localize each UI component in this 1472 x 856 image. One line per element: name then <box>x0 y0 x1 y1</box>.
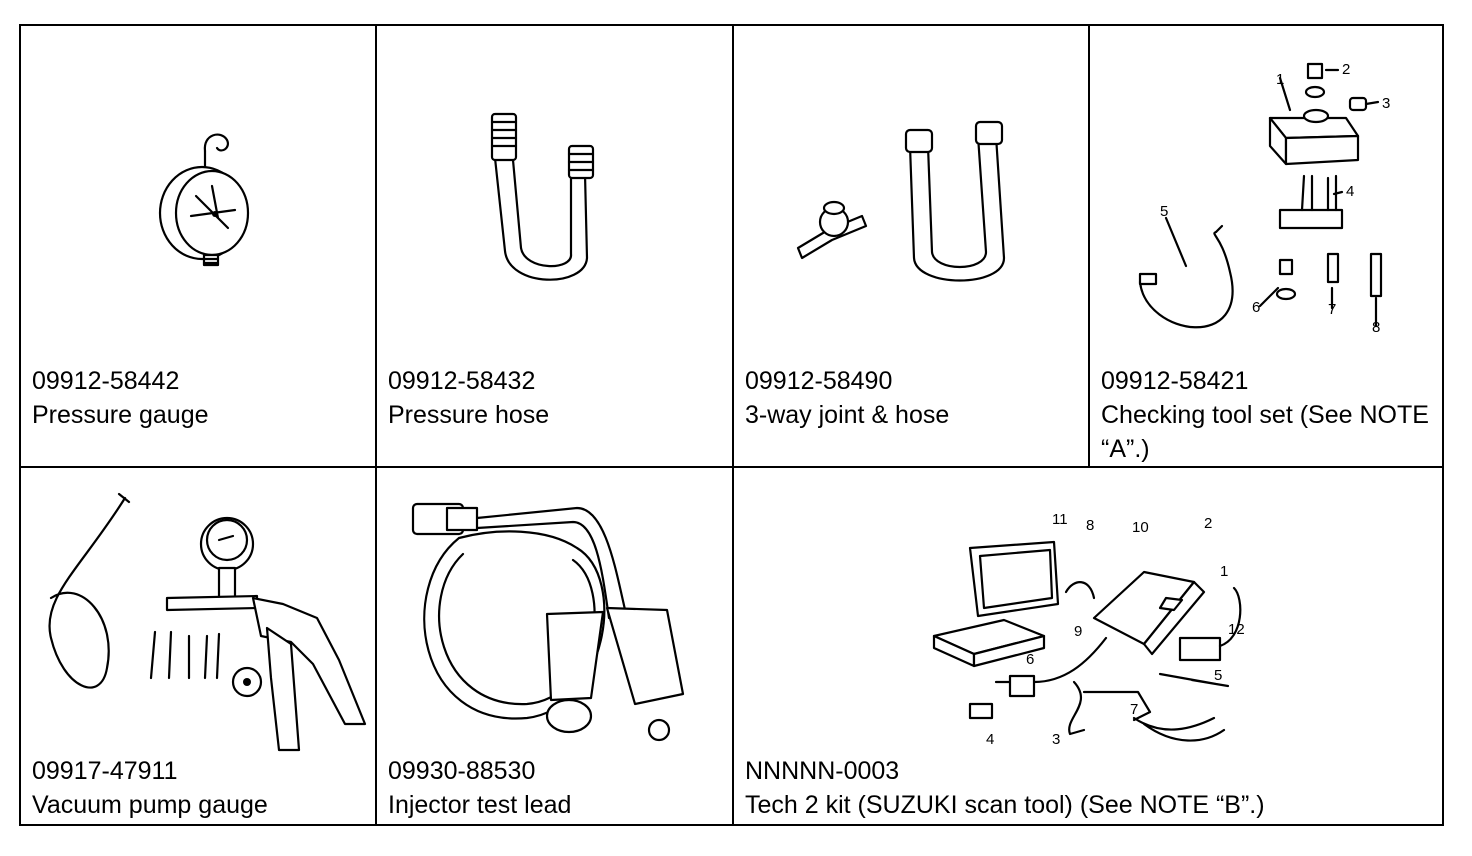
tech-2-kit-illustration: 11 8 10 2 1 12 9 6 5 7 4 3 <box>734 468 1444 752</box>
tool-cell-pressure-gauge: 09912-58442 Pressure gauge <box>21 26 377 468</box>
part-label: 11 <box>1052 511 1068 528</box>
tool-description: 3-way joint & hose <box>745 401 950 429</box>
part-label: 12 <box>1228 621 1245 638</box>
tool-description: Vacuum pump gauge <box>32 791 268 819</box>
tool-cell-tech-2-kit: 11 8 10 2 1 12 9 6 5 7 4 3 NNNNN-0003 Te… <box>734 468 1444 824</box>
tool-cell-vacuum-pump-gauge: 09917-47911 Vacuum pump gauge <box>21 468 377 824</box>
tool-description: Checking tool set (See NOTE “A”.) <box>1101 401 1429 463</box>
part-label: 7 <box>1130 701 1138 718</box>
tool-number: 09912-58490 <box>745 367 893 395</box>
tool-description: Tech 2 kit (SUZUKI scan tool) (See NOTE … <box>745 791 1265 819</box>
part-label: 8 <box>1372 319 1380 336</box>
part-label: 1 <box>1220 563 1228 580</box>
pressure-hose-illustration <box>377 26 732 366</box>
part-label: 8 <box>1086 517 1094 534</box>
tool-cell-checking-tool-set: 1 2 3 4 5 6 7 8 09912-58421 Checking too… <box>1090 26 1444 468</box>
tool-number: 09930-88530 <box>388 757 536 785</box>
part-label: 2 <box>1204 515 1212 532</box>
part-label: 10 <box>1132 519 1149 536</box>
part-label: 6 <box>1026 651 1034 668</box>
part-label: 3 <box>1052 731 1060 748</box>
tool-description: Injector test lead <box>388 791 572 819</box>
tool-cell-pressure-hose: 09912-58432 Pressure hose <box>377 26 734 468</box>
tool-number: 09912-58421 <box>1101 367 1249 395</box>
part-label: 6 <box>1252 299 1260 316</box>
tool-number: NNNNN-0003 <box>745 757 900 785</box>
tool-description: Pressure gauge <box>32 401 209 429</box>
tool-number: 09912-58442 <box>32 367 180 395</box>
injector-test-lead-illustration <box>377 468 732 752</box>
3-way-joint-illustration <box>734 26 1088 366</box>
checking-tool-set-illustration: 1 2 3 4 5 6 7 8 <box>1090 26 1444 366</box>
tool-number: 09912-58432 <box>388 367 536 395</box>
special-tools-table: 09912-58442 Pressure gauge 09912-58432 P… <box>19 24 1444 826</box>
part-label: 4 <box>986 731 994 748</box>
tool-cell-3-way-joint: 09912-58490 3-way joint & hose <box>734 26 1090 468</box>
part-label: 3 <box>1382 95 1390 112</box>
tool-cell-injector-test-lead: 09930-88530 Injector test lead <box>377 468 734 824</box>
part-label: 5 <box>1214 667 1222 684</box>
tool-description: Pressure hose <box>388 401 550 429</box>
part-label: 5 <box>1160 203 1168 220</box>
part-label: 7 <box>1328 301 1336 318</box>
tool-number: 09917-47911 <box>32 757 178 785</box>
vacuum-pump-gauge-illustration <box>21 468 375 752</box>
pressure-gauge-illustration <box>21 26 375 366</box>
part-label: 4 <box>1346 183 1354 200</box>
part-label: 2 <box>1342 61 1350 78</box>
part-label: 9 <box>1074 623 1082 640</box>
